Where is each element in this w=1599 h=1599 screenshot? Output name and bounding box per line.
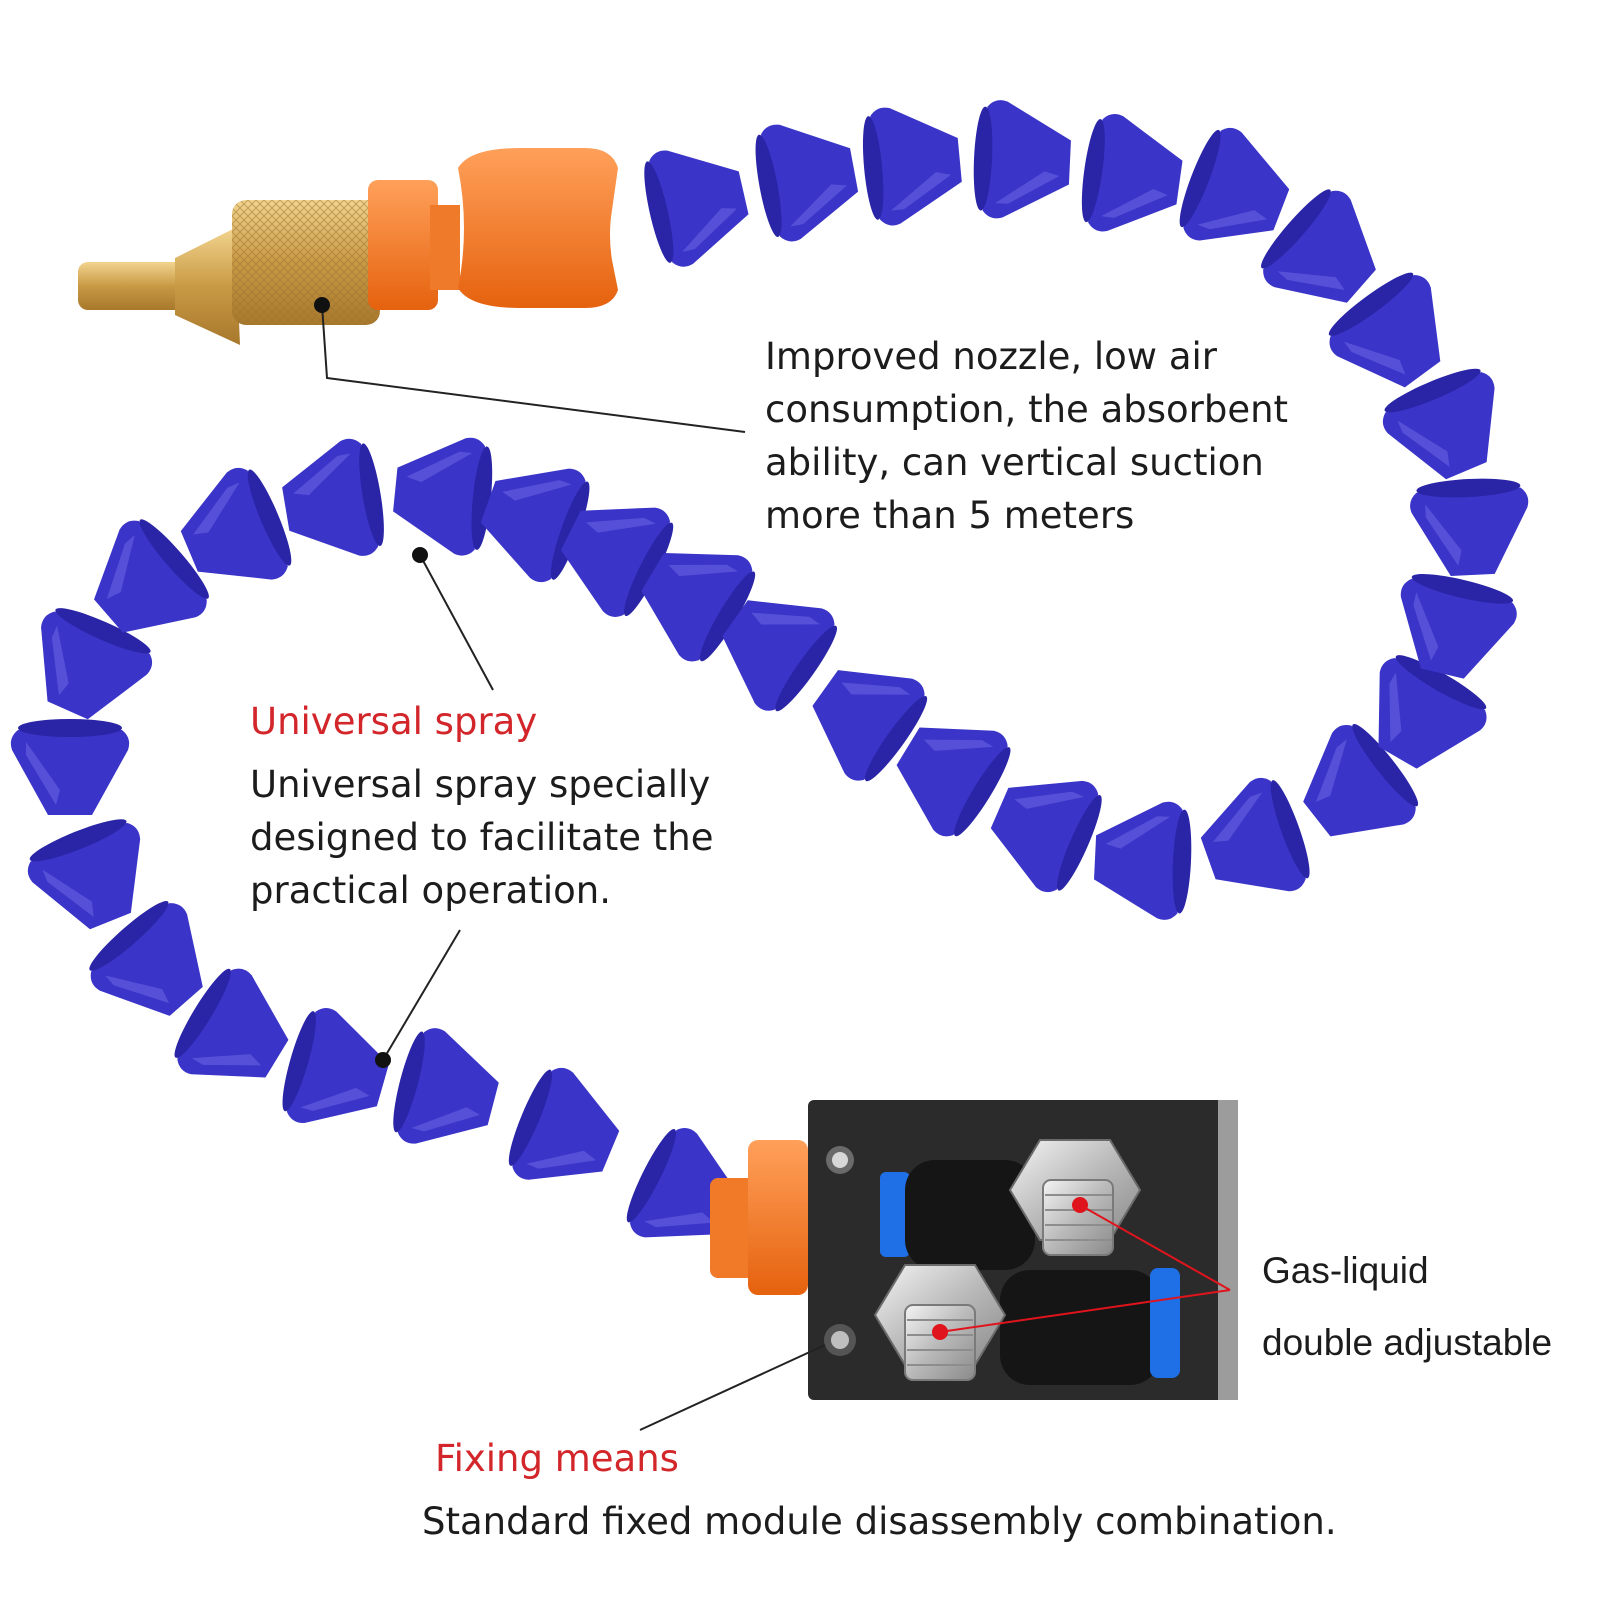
valve-leader-lines <box>939 1204 1231 1333</box>
hose-segment <box>812 670 928 782</box>
hose-segment <box>508 1067 620 1180</box>
hose-segment <box>282 1007 389 1124</box>
valve-description-line: double adjustable <box>1262 1322 1553 1363</box>
spray-leader-line-bottom <box>382 929 461 1061</box>
fixing-heading: Fixing means <box>435 1437 679 1480</box>
spray-heading: Universal spray <box>250 700 538 743</box>
valve-description-line: Gas-liquid <box>1262 1250 1429 1291</box>
hose-segment <box>755 124 859 242</box>
hose-segment <box>41 608 153 720</box>
spray-description-line: practical operation. <box>250 869 611 912</box>
spray-description-line: designed to facilitate the <box>250 816 714 859</box>
push-fitting-icon <box>1000 1268 1180 1385</box>
hose-segment <box>896 727 1011 837</box>
hose-segment <box>180 467 292 580</box>
adjust-knob-icon <box>1008 1139 1142 1256</box>
leader-lines <box>321 304 826 1431</box>
brass-nozzle-icon <box>78 200 380 345</box>
hose-segment <box>282 438 384 556</box>
hose-segment <box>990 780 1102 893</box>
valve-leader-dot <box>932 1324 948 1340</box>
hose-segment <box>973 100 1071 219</box>
nozzle-description-line: more than 5 meters <box>765 494 1135 537</box>
hose-segment <box>1410 478 1529 577</box>
fixing-description: Standard fixed module disassembly combin… <box>422 1500 1337 1543</box>
nozzle-description: Improved nozzle, low air consumption, th… <box>765 330 1288 542</box>
fixing-leader-line <box>639 1344 826 1431</box>
flexible-hose-icon <box>10 100 1529 1238</box>
hose-segment <box>722 600 838 712</box>
hose-segment <box>1328 272 1441 388</box>
hose-segment <box>10 719 130 815</box>
orange-connector-icon <box>710 1140 808 1295</box>
hose-segment <box>89 901 203 1016</box>
hose-segment <box>1303 723 1419 837</box>
spray-leader-line-top <box>419 554 494 691</box>
hose-segment <box>94 519 209 633</box>
hose-segment <box>1378 655 1487 769</box>
hose-segment <box>1200 777 1310 892</box>
hose-segment <box>560 507 674 617</box>
nozzle-description-line: Improved nozzle, low air <box>765 335 1217 378</box>
hose-segment <box>644 150 749 267</box>
spray-description-line: Universal spray specially <box>250 763 711 806</box>
hose-segment <box>641 553 756 662</box>
hose-segment <box>27 819 141 930</box>
hose-segment <box>1400 574 1517 679</box>
hose-segment <box>1179 127 1290 241</box>
hose-segment <box>393 1028 499 1144</box>
orange-connector-icon <box>368 148 618 310</box>
push-fitting-icon <box>880 1160 1035 1270</box>
nozzle-leader-line <box>321 304 746 433</box>
hose-segment <box>1261 189 1376 303</box>
spray-description: Universal spray specially designed to fa… <box>250 758 713 917</box>
valve-leader-dot <box>1072 1197 1088 1213</box>
hose-segment <box>1094 801 1192 920</box>
leader-dots <box>314 297 428 1068</box>
nozzle-description-line: consumption, the absorbent <box>765 388 1289 431</box>
nozzle-description-line: ability, can vertical suction <box>765 441 1264 484</box>
hose-segment <box>1382 368 1495 480</box>
hose-segment <box>1081 113 1183 232</box>
hose-segment <box>480 468 590 583</box>
hose-segment <box>393 437 493 556</box>
hose-segment <box>862 107 962 226</box>
valve-block-icon <box>808 1100 1238 1400</box>
hose-segment <box>174 968 289 1078</box>
